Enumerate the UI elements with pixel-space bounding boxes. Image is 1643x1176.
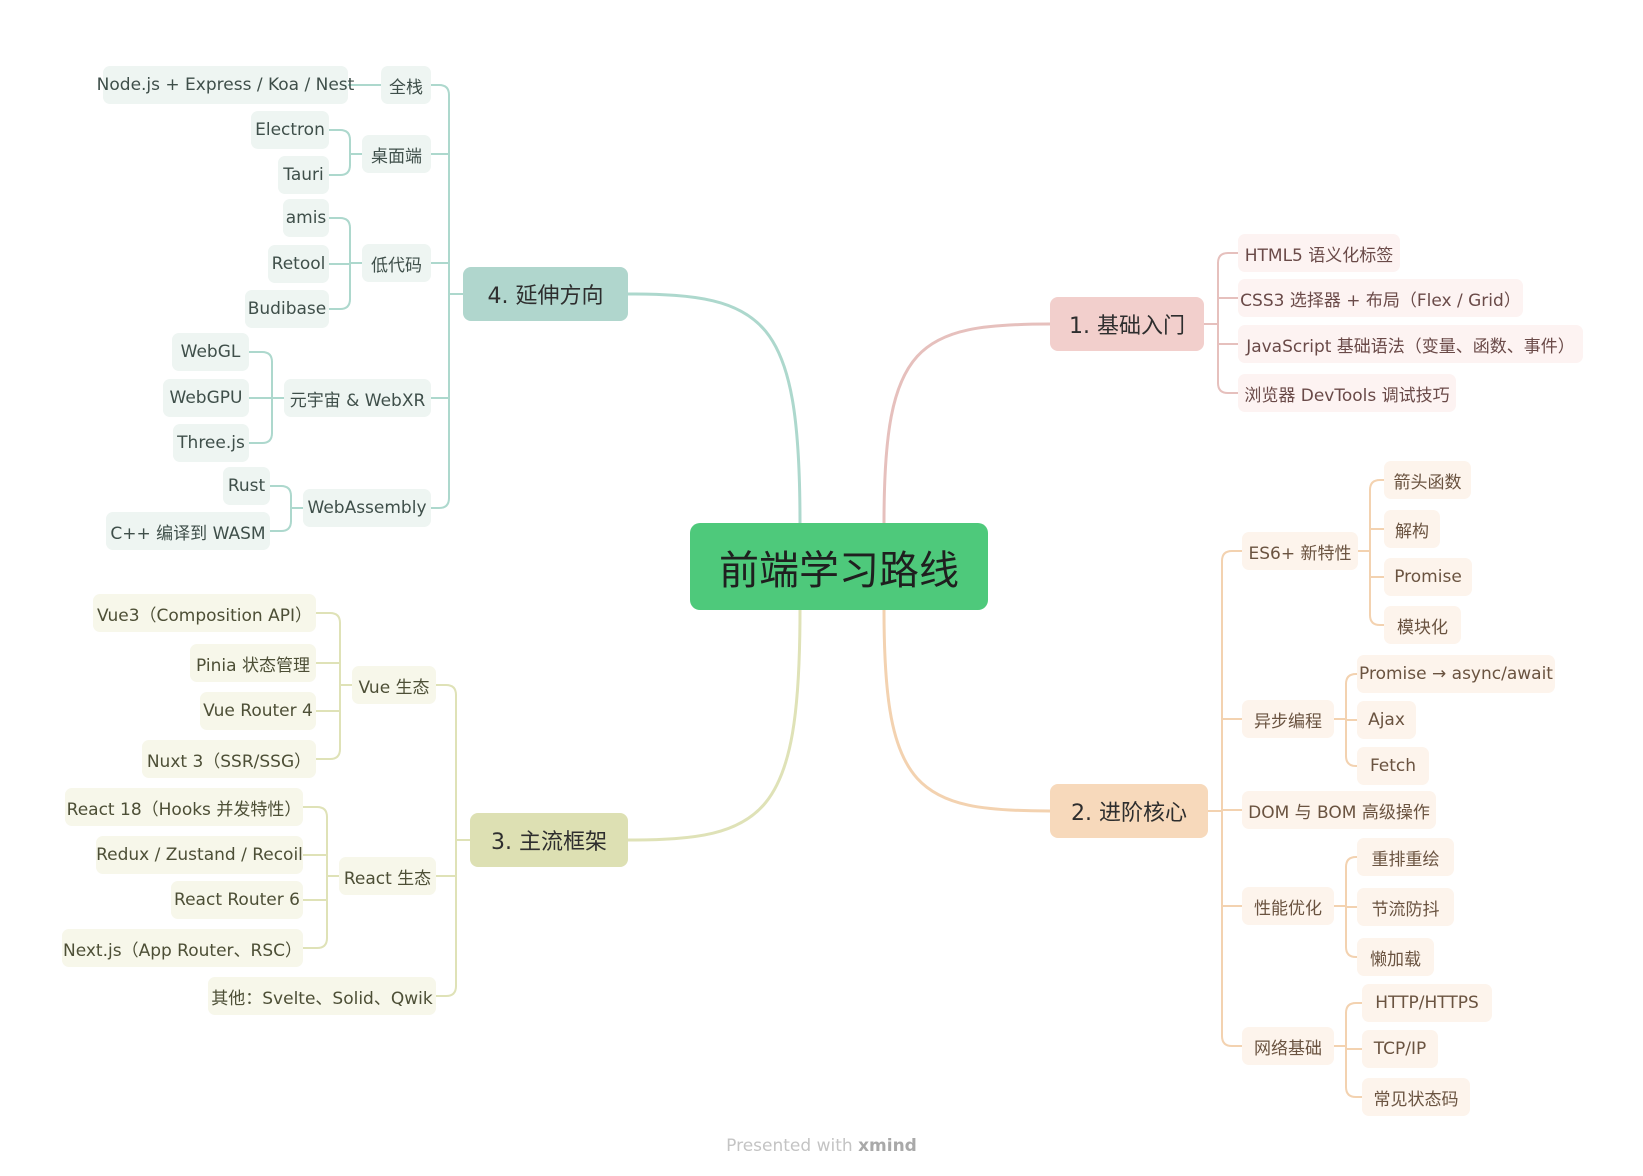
- leaf-topic[interactable]: Node.js + Express / Koa / Nest: [97, 66, 354, 104]
- subtopic[interactable]: ES6+ 新特性: [1242, 532, 1358, 570]
- subtopic[interactable]: DOM 与 BOM 高级操作: [1242, 791, 1436, 829]
- subtopic[interactable]: JavaScript 基础语法（变量、函数、事件）: [1238, 325, 1583, 363]
- subtopic[interactable]: 异步编程: [1242, 700, 1334, 738]
- leaf-topic[interactable]: Ajax: [1357, 701, 1416, 739]
- footer-prefix: Presented with: [726, 1136, 859, 1156]
- branch-topic-3[interactable]: 3. 主流框架: [470, 813, 628, 867]
- leaf-topic[interactable]: Retool: [268, 245, 329, 283]
- subtopic[interactable]: React 生态: [339, 857, 436, 895]
- leaf-topic[interactable]: Three.js: [173, 424, 249, 462]
- subtopic[interactable]: 网络基础: [1242, 1027, 1334, 1065]
- leaf-topic[interactable]: amis: [283, 199, 329, 237]
- leaf-topic[interactable]: WebGL: [172, 333, 249, 371]
- leaf-topic[interactable]: Redux / Zustand / Recoil: [96, 836, 303, 874]
- leaf-topic[interactable]: React Router 6: [171, 881, 303, 919]
- leaf-topic[interactable]: Rust: [223, 467, 270, 505]
- leaf-topic[interactable]: TCP/IP: [1362, 1030, 1438, 1068]
- branch-topic-2[interactable]: 2. 进阶核心: [1050, 784, 1208, 838]
- subtopic[interactable]: 浏览器 DevTools 调试技巧: [1238, 374, 1456, 412]
- leaf-topic[interactable]: WebGPU: [163, 379, 249, 417]
- leaf-topic[interactable]: 常见状态码: [1362, 1078, 1470, 1116]
- subtopic[interactable]: HTML5 语义化标签: [1238, 234, 1400, 272]
- subtopic[interactable]: 低代码: [362, 244, 431, 282]
- leaf-topic[interactable]: Budibase: [245, 290, 329, 328]
- leaf-topic[interactable]: Fetch: [1357, 747, 1429, 785]
- leaf-topic[interactable]: 节流防抖: [1357, 888, 1454, 926]
- subtopic[interactable]: 元宇宙 & WebXR: [284, 379, 431, 417]
- subtopic[interactable]: 性能优化: [1242, 887, 1334, 925]
- leaf-topic[interactable]: Vue Router 4: [200, 692, 316, 730]
- leaf-topic[interactable]: Next.js（App Router、RSC）: [62, 929, 303, 967]
- footer-credit: Presented with xmind: [0, 1136, 1643, 1156]
- subtopic[interactable]: 全栈: [381, 66, 431, 104]
- subtopic[interactable]: 桌面端: [362, 135, 431, 173]
- subtopic[interactable]: 其他：Svelte、Solid、Qwik: [208, 977, 436, 1015]
- subtopic[interactable]: WebAssembly: [303, 489, 431, 527]
- leaf-topic[interactable]: 模块化: [1384, 606, 1461, 644]
- leaf-topic[interactable]: Vue3（Composition API）: [93, 594, 316, 632]
- leaf-topic[interactable]: Promise: [1384, 558, 1472, 596]
- subtopic[interactable]: CSS3 选择器 + 布局（Flex / Grid）: [1238, 279, 1523, 317]
- leaf-topic[interactable]: HTTP/HTTPS: [1362, 984, 1492, 1022]
- leaf-topic[interactable]: Pinia 状态管理: [190, 644, 316, 682]
- leaf-topic[interactable]: 箭头函数: [1384, 461, 1471, 499]
- leaf-topic[interactable]: C++ 编译到 WASM: [106, 512, 270, 550]
- footer-brand: xmind: [858, 1136, 917, 1156]
- branch-topic-4[interactable]: 4. 延伸方向: [463, 267, 628, 321]
- leaf-topic[interactable]: 懒加载: [1357, 938, 1434, 976]
- leaf-topic[interactable]: Tauri: [278, 156, 329, 194]
- leaf-topic[interactable]: 重排重绘: [1357, 838, 1454, 876]
- leaf-topic[interactable]: Promise → async/await: [1357, 655, 1555, 693]
- leaf-topic[interactable]: Nuxt 3（SSR/SSG）: [142, 740, 316, 778]
- leaf-topic[interactable]: 解构: [1384, 510, 1440, 548]
- leaf-topic[interactable]: React 18（Hooks 并发特性）: [65, 788, 303, 826]
- subtopic[interactable]: Vue 生态: [352, 666, 436, 704]
- root-topic[interactable]: 前端学习路线: [690, 523, 988, 610]
- branch-topic-1[interactable]: 1. 基础入门: [1050, 297, 1204, 351]
- leaf-topic[interactable]: Electron: [251, 111, 329, 149]
